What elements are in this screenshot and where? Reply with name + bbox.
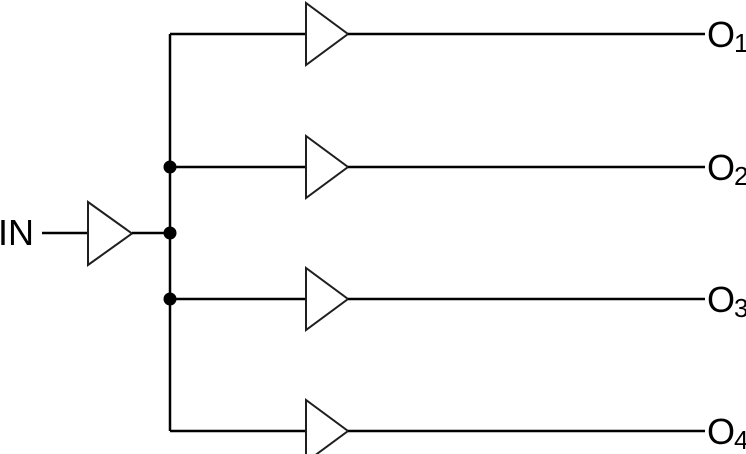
output-row-1: O 1 [170,1,746,67]
input-label: IN [0,212,34,253]
output-buffer-gate-1 [305,1,350,67]
output-label-4-subscript: 4 [734,425,746,454]
output-row-3: O 3 [170,266,746,332]
output-label-3-subscript: 3 [734,293,746,323]
output-label-4: O [707,411,735,452]
output-label-3: O [707,279,735,320]
input-buffer-gate [87,200,134,267]
output-buffer-gate-4 [305,398,350,454]
output-buffer-gate-3 [305,266,350,332]
output-row-2: O 2 [170,134,746,200]
output-label-1-subscript: 1 [734,28,746,58]
output-buffer-gate-2 [305,134,350,200]
junction-dot-input [163,226,177,240]
output-label-2-subscript: 2 [734,161,746,191]
output-label-1: O [707,14,735,55]
output-row-4: O 4 [170,398,746,454]
output-label-2: O [707,147,735,188]
